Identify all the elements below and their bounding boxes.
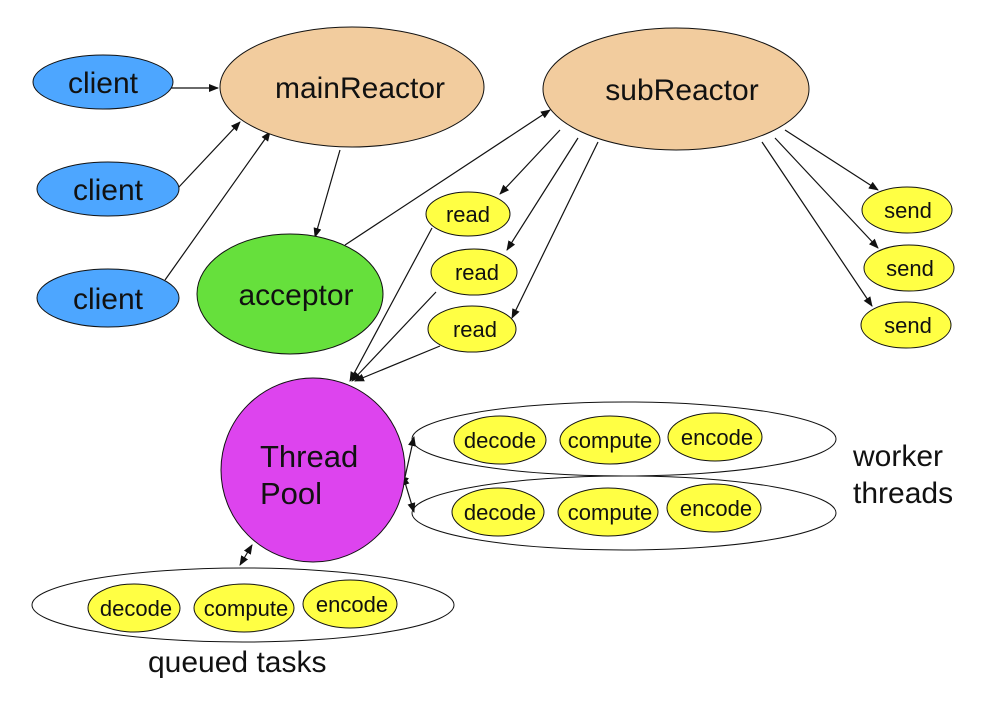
worker-thread-row-1: decode compute encode (411, 401, 837, 477)
acceptor-label: acceptor (238, 279, 353, 312)
send-node-1: send (861, 186, 953, 234)
send-node-3: send (860, 301, 952, 349)
read-label: read (455, 260, 499, 285)
queued-tasks-row: decode compute encode (31, 567, 455, 643)
acceptor-node: acceptor (196, 233, 384, 355)
worker-thread-row-2: decode compute encode (411, 475, 837, 551)
client-node-2: client (36, 161, 180, 217)
edge-subreactor-read1 (499, 129, 561, 195)
edge-subreactor-send1 (784, 129, 879, 191)
thread-pool-label-line1: Thread (260, 439, 358, 474)
client-node-3: client (36, 268, 180, 328)
sub-reactor-label: subReactor (605, 74, 758, 107)
client-label: client (73, 174, 144, 207)
client-label: client (68, 67, 139, 100)
edge-subreactor-send2 (774, 137, 879, 249)
decode-label: decode (464, 428, 536, 453)
edge-client3-mainreactor (164, 131, 271, 281)
send-node-2: send (863, 244, 955, 292)
edge-subreactor-read2 (506, 137, 579, 251)
edge-read3-threadpool (354, 345, 441, 382)
thread-pool-node: Thread Pool (220, 377, 406, 563)
queued-tasks-label: queued tasks (148, 646, 326, 679)
encode-label: encode (680, 496, 752, 521)
encode-label: encode (316, 592, 388, 617)
send-label: send (884, 198, 932, 223)
main-reactor-node: mainReactor (219, 26, 485, 148)
edge-read2-threadpool (351, 291, 437, 382)
compute-label: compute (568, 500, 652, 525)
edge-mainreactor-acceptor (313, 149, 341, 238)
decode-label: decode (464, 500, 536, 525)
edge-client2-mainreactor (177, 121, 241, 189)
edges (164, 84, 879, 566)
decode-label: decode (100, 596, 172, 621)
read-node-3: read (427, 305, 517, 353)
send-label: send (884, 313, 932, 338)
worker-threads-label-line1: worker (852, 440, 943, 473)
edge-acceptor-subreactor (344, 109, 551, 246)
edge-subreactor-read3 (511, 141, 599, 319)
edge-threadpool-queued (239, 544, 253, 566)
sub-reactor-node: subReactor (542, 27, 810, 151)
main-reactor-label: mainReactor (275, 72, 445, 105)
worker-threads-label-line2: threads (853, 477, 953, 510)
client-node-1: client (32, 54, 174, 110)
client-label: client (73, 283, 144, 316)
edge-read1-threadpool (349, 227, 433, 382)
encode-label: encode (681, 425, 753, 450)
read-label: read (446, 202, 490, 227)
compute-label: compute (568, 428, 652, 453)
read-node-1: read (425, 191, 511, 237)
read-label: read (453, 317, 497, 342)
send-label: send (886, 256, 934, 281)
compute-label: compute (204, 596, 288, 621)
thread-pool-label-line2: Pool (260, 476, 322, 511)
read-node-2: read (430, 248, 518, 296)
edge-subreactor-send3 (761, 141, 873, 307)
edge-threadpool-worker2 (401, 475, 416, 513)
